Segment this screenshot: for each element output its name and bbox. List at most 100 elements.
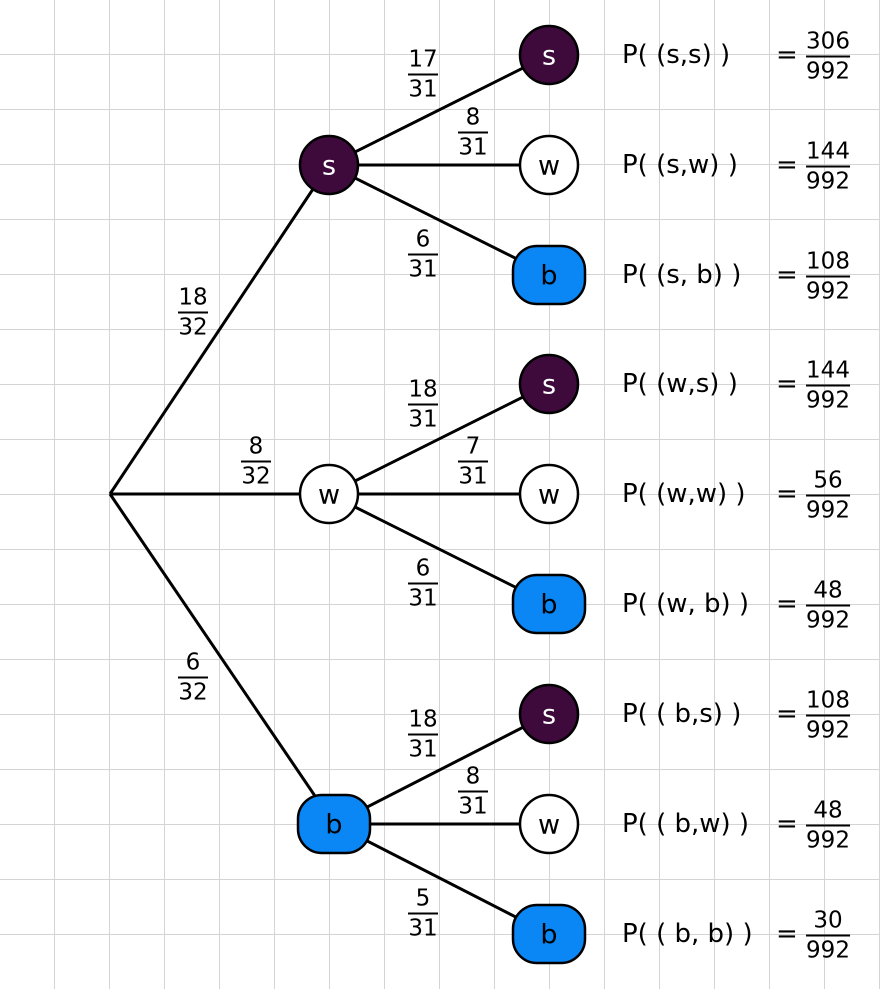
outcome-label-w-s: P( (w,s) ) [622,369,738,399]
outcome-prob-w-s-bar [806,384,850,387]
branch-prob-s-s-numerator: 17 [408,46,438,73]
outcome-label-b-w: P( ( b,w) ) [622,809,750,839]
node-b-shape [296,793,372,855]
outcome-prob-w-b-bar [806,604,850,607]
leaf-node-b-w-shape [518,793,580,855]
edge-s-b [328,163,550,277]
branch-prob-w-s-numerator: 18 [408,376,438,403]
branch-prob-s-w-numerator: 8 [465,104,481,131]
leaf-node-w-s-label: s [542,370,556,401]
branch-prob-s-b-denominator: 31 [408,256,438,283]
branch-prob-s-b-numerator: 6 [415,226,431,253]
outcome-label-s-b: P( (s, b) ) [622,260,742,290]
branch-prob-w-denominator: 32 [241,463,271,490]
outcome-prob-w-w-bar [806,494,850,497]
leaf-node-w-w: w [518,463,580,525]
branch-prob-w-bar [241,460,271,463]
outcome-prob-s-w-numerator: 144 [806,138,850,165]
leaf-node-s-b-label: b [540,261,557,292]
outcome-prob-w-s-denominator: 992 [806,387,850,414]
edge-w-s [328,382,550,496]
outcome-prob-w-w-denominator: 992 [806,497,850,524]
branch-prob-b-w-denominator: 31 [458,793,488,820]
leaf-node-s-b-shape [511,244,587,306]
outcome-prob-w-b-denominator: 992 [806,607,850,634]
leaf-node-s-s-label: s [542,41,556,72]
outcome-prob-s-w-bar [806,165,850,168]
outcome-label-s-s: P( (s,s) ) [622,40,731,70]
equals-sign: = [776,699,798,729]
branch-prob-w-b-numerator: 6 [415,555,431,582]
outcome-label-b-s: P( ( b,s) ) [622,699,742,729]
leaf-node-w-w-label: w [538,480,560,511]
outcome-prob-s-s-denominator: 992 [806,58,850,85]
outcome-prob-b-b-bar [806,934,850,937]
branch-prob-b-s-numerator: 18 [408,706,438,733]
outcome-prob-s-s-bar [806,55,850,58]
leaf-node-s-w-label: w [538,151,560,182]
equals-sign: = [776,150,798,180]
branch-prob-w-numerator: 8 [248,433,264,460]
leaf-node-s-w-shape [518,134,580,196]
outcome-prob-s-w-denominator: 992 [806,168,850,195]
branch-prob-w-w-numerator: 7 [465,433,481,460]
equals-sign: = [776,919,798,949]
branch-prob-b-b-bar [408,912,438,915]
node-s-shape [298,134,360,196]
node-w: w [298,463,360,525]
edge-w-b [328,492,550,606]
branch-prob-w-b-bar [408,582,438,585]
branch-prob-w-s-bar [408,403,438,406]
leaf-node-s-w: w [518,134,580,196]
edge-b-s [333,712,550,826]
outcome-prob-w-b-numerator: 48 [813,577,843,604]
leaf-node-s-s-shape [518,24,580,86]
outcome-label-b-b: P( ( b, b) ) [622,919,753,949]
equals-sign: = [776,589,798,619]
branch-prob-b-w-numerator: 8 [465,763,481,790]
leaf-node-s-b: b [511,244,587,306]
equals-sign: = [776,479,798,509]
leaf-node-b-b: b [511,903,587,965]
edge-root-s [108,164,331,495]
leaf-node-b-b-label: b [540,920,557,951]
outcome-prob-b-s-denominator: 992 [806,717,850,744]
branch-prob-s-bar [178,311,208,314]
leaf-node-w-s-shape [518,353,580,415]
leaf-node-b-w: w [518,793,580,855]
node-w-label: w [318,480,340,511]
leaf-node-w-b-shape [511,573,587,635]
branch-prob-w-w-denominator: 31 [458,463,488,490]
node-s: s [298,134,360,196]
outcome-prob-b-b-numerator: 30 [813,907,843,934]
branch-prob-w-s-denominator: 31 [408,406,438,433]
outcome-prob-b-w-bar [806,824,850,827]
branch-prob-b-s-denominator: 31 [408,736,438,763]
branch-prob-b-numerator: 6 [185,649,201,676]
outcome-label-w-w: P( (w,w) ) [622,479,746,509]
outcome-prob-s-b-bar [806,275,850,278]
node-b: b [296,793,372,855]
branch-prob-b-bar [178,676,208,679]
edge-s-s [328,53,550,167]
leaf-node-w-b: b [511,573,587,635]
edge-b-b [333,822,550,936]
outcome-prob-s-b-numerator: 108 [806,248,850,275]
equals-sign: = [776,809,798,839]
branch-prob-s-s-denominator: 31 [408,76,438,103]
